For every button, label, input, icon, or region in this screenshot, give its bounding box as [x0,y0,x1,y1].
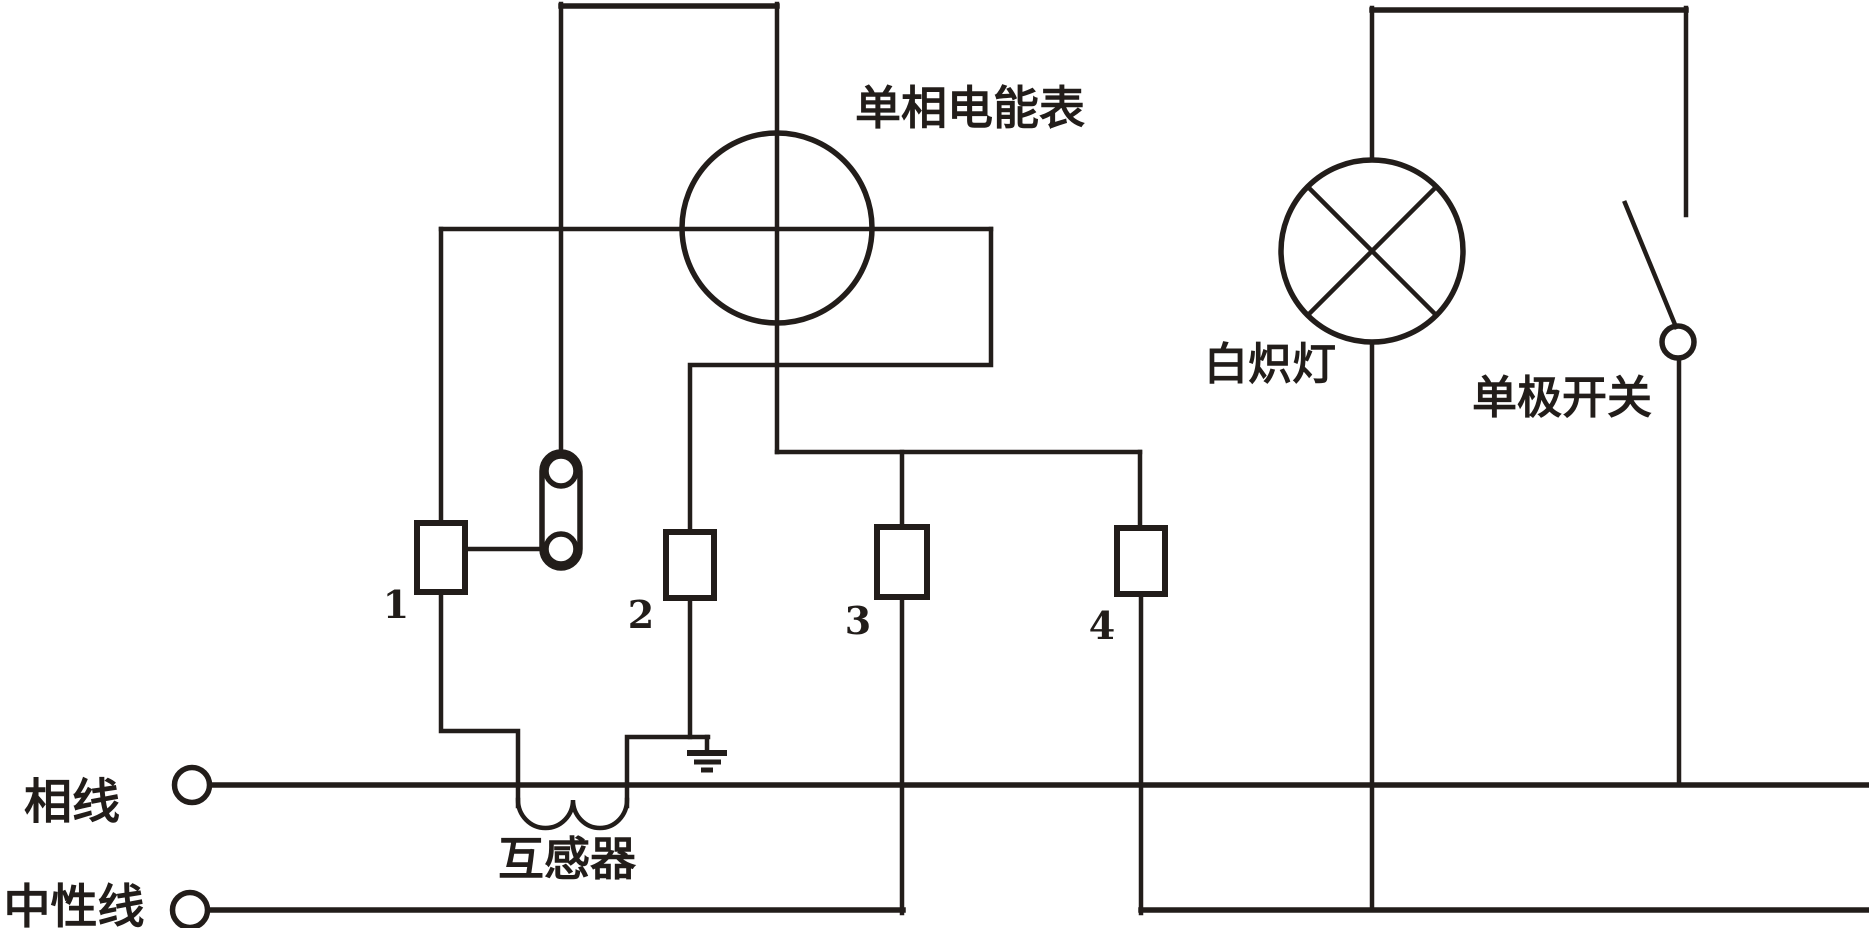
lamp-label: 白炽灯 [1204,339,1336,390]
terminal4-label: 4 [1089,603,1115,648]
lamp-cross-stroke-2 [1304,183,1440,319]
switch-pivot-circle [1659,323,1697,361]
terminal1-box [414,520,468,595]
switch-lever [1622,200,1679,330]
switch-label: 单极开关 [1472,371,1652,424]
transformer-label: 互感器 [498,832,637,886]
neutral-terminal-circle [169,889,211,928]
terminal2-label: 2 [628,592,654,637]
terminal1-label: 1 [383,582,409,627]
phase-terminal-circle [171,764,213,806]
terminal2-to-coil-wire [624,734,711,809]
ct-secondary-coil [539,449,583,571]
terminal2-top-wire [687,226,994,535]
terminal3-label: 3 [845,598,871,643]
ct-primary-coil-bumps [515,797,630,831]
energy-meter-circle [679,130,875,326]
neutral-line-label: 中性线 [4,880,145,928]
meter-label: 单相电能表 [855,81,1085,135]
terminal3-box [874,524,930,600]
terminal4-box [1114,525,1168,597]
ct-coil-bottom-turn [543,531,579,567]
phase-line-label: 相线 [24,774,120,830]
terminal2-box [663,529,717,601]
terminal1-bottom-wire [438,589,521,809]
ct-coil-top-turn [543,453,579,489]
